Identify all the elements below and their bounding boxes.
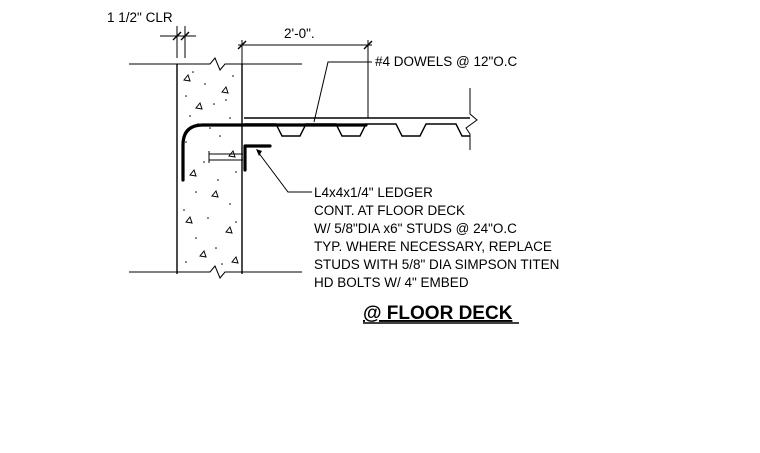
dowel-length-dimension: 2'-0". <box>237 26 373 118</box>
leader-arrowhead <box>256 149 262 156</box>
ledger-line-3: W/ 5/8"DIA x6" STUDS @ 24"O.C <box>314 221 517 236</box>
ledger-line-2: CONT. AT FLOOR DECK <box>314 203 465 218</box>
ledger-line-4: TYP. WHERE NECESSARY, REPLACE <box>314 239 552 254</box>
concrete-wall <box>129 57 302 279</box>
deck-break-line <box>465 88 478 150</box>
ledger-line-1: L4x4x1/4" LEDGER <box>314 185 433 200</box>
dowels-label: #4 DOWELS @ 12"O.C <box>375 54 518 69</box>
bottom-break-line <box>129 265 302 279</box>
detail-title: @ FLOOR DECK <box>363 303 513 324</box>
clear-cover-dimension: 1 1/2" CLR <box>107 10 196 58</box>
dowel-bar <box>181 123 368 182</box>
dowels-callout: #4 DOWELS @ 12"O.C <box>313 54 518 123</box>
ledger-angle <box>208 144 272 172</box>
dowel-length-label: 2'-0". <box>284 26 315 41</box>
concrete-hatch <box>183 73 239 264</box>
ledger-line-6: HD BOLTS W/ 4" EMBED <box>314 275 469 290</box>
clear-cover-label: 1 1/2" CLR <box>107 10 173 25</box>
metal-floor-deck <box>244 88 478 150</box>
ledger-callout: L4x4x1/4" LEDGER CONT. AT FLOOR DECK W/ … <box>256 149 559 290</box>
top-break-line <box>129 57 302 71</box>
concrete-dots <box>183 71 237 265</box>
ledger-line-5: STUDS WITH 5/8" DIA SIMPSON TITEN <box>314 257 559 272</box>
